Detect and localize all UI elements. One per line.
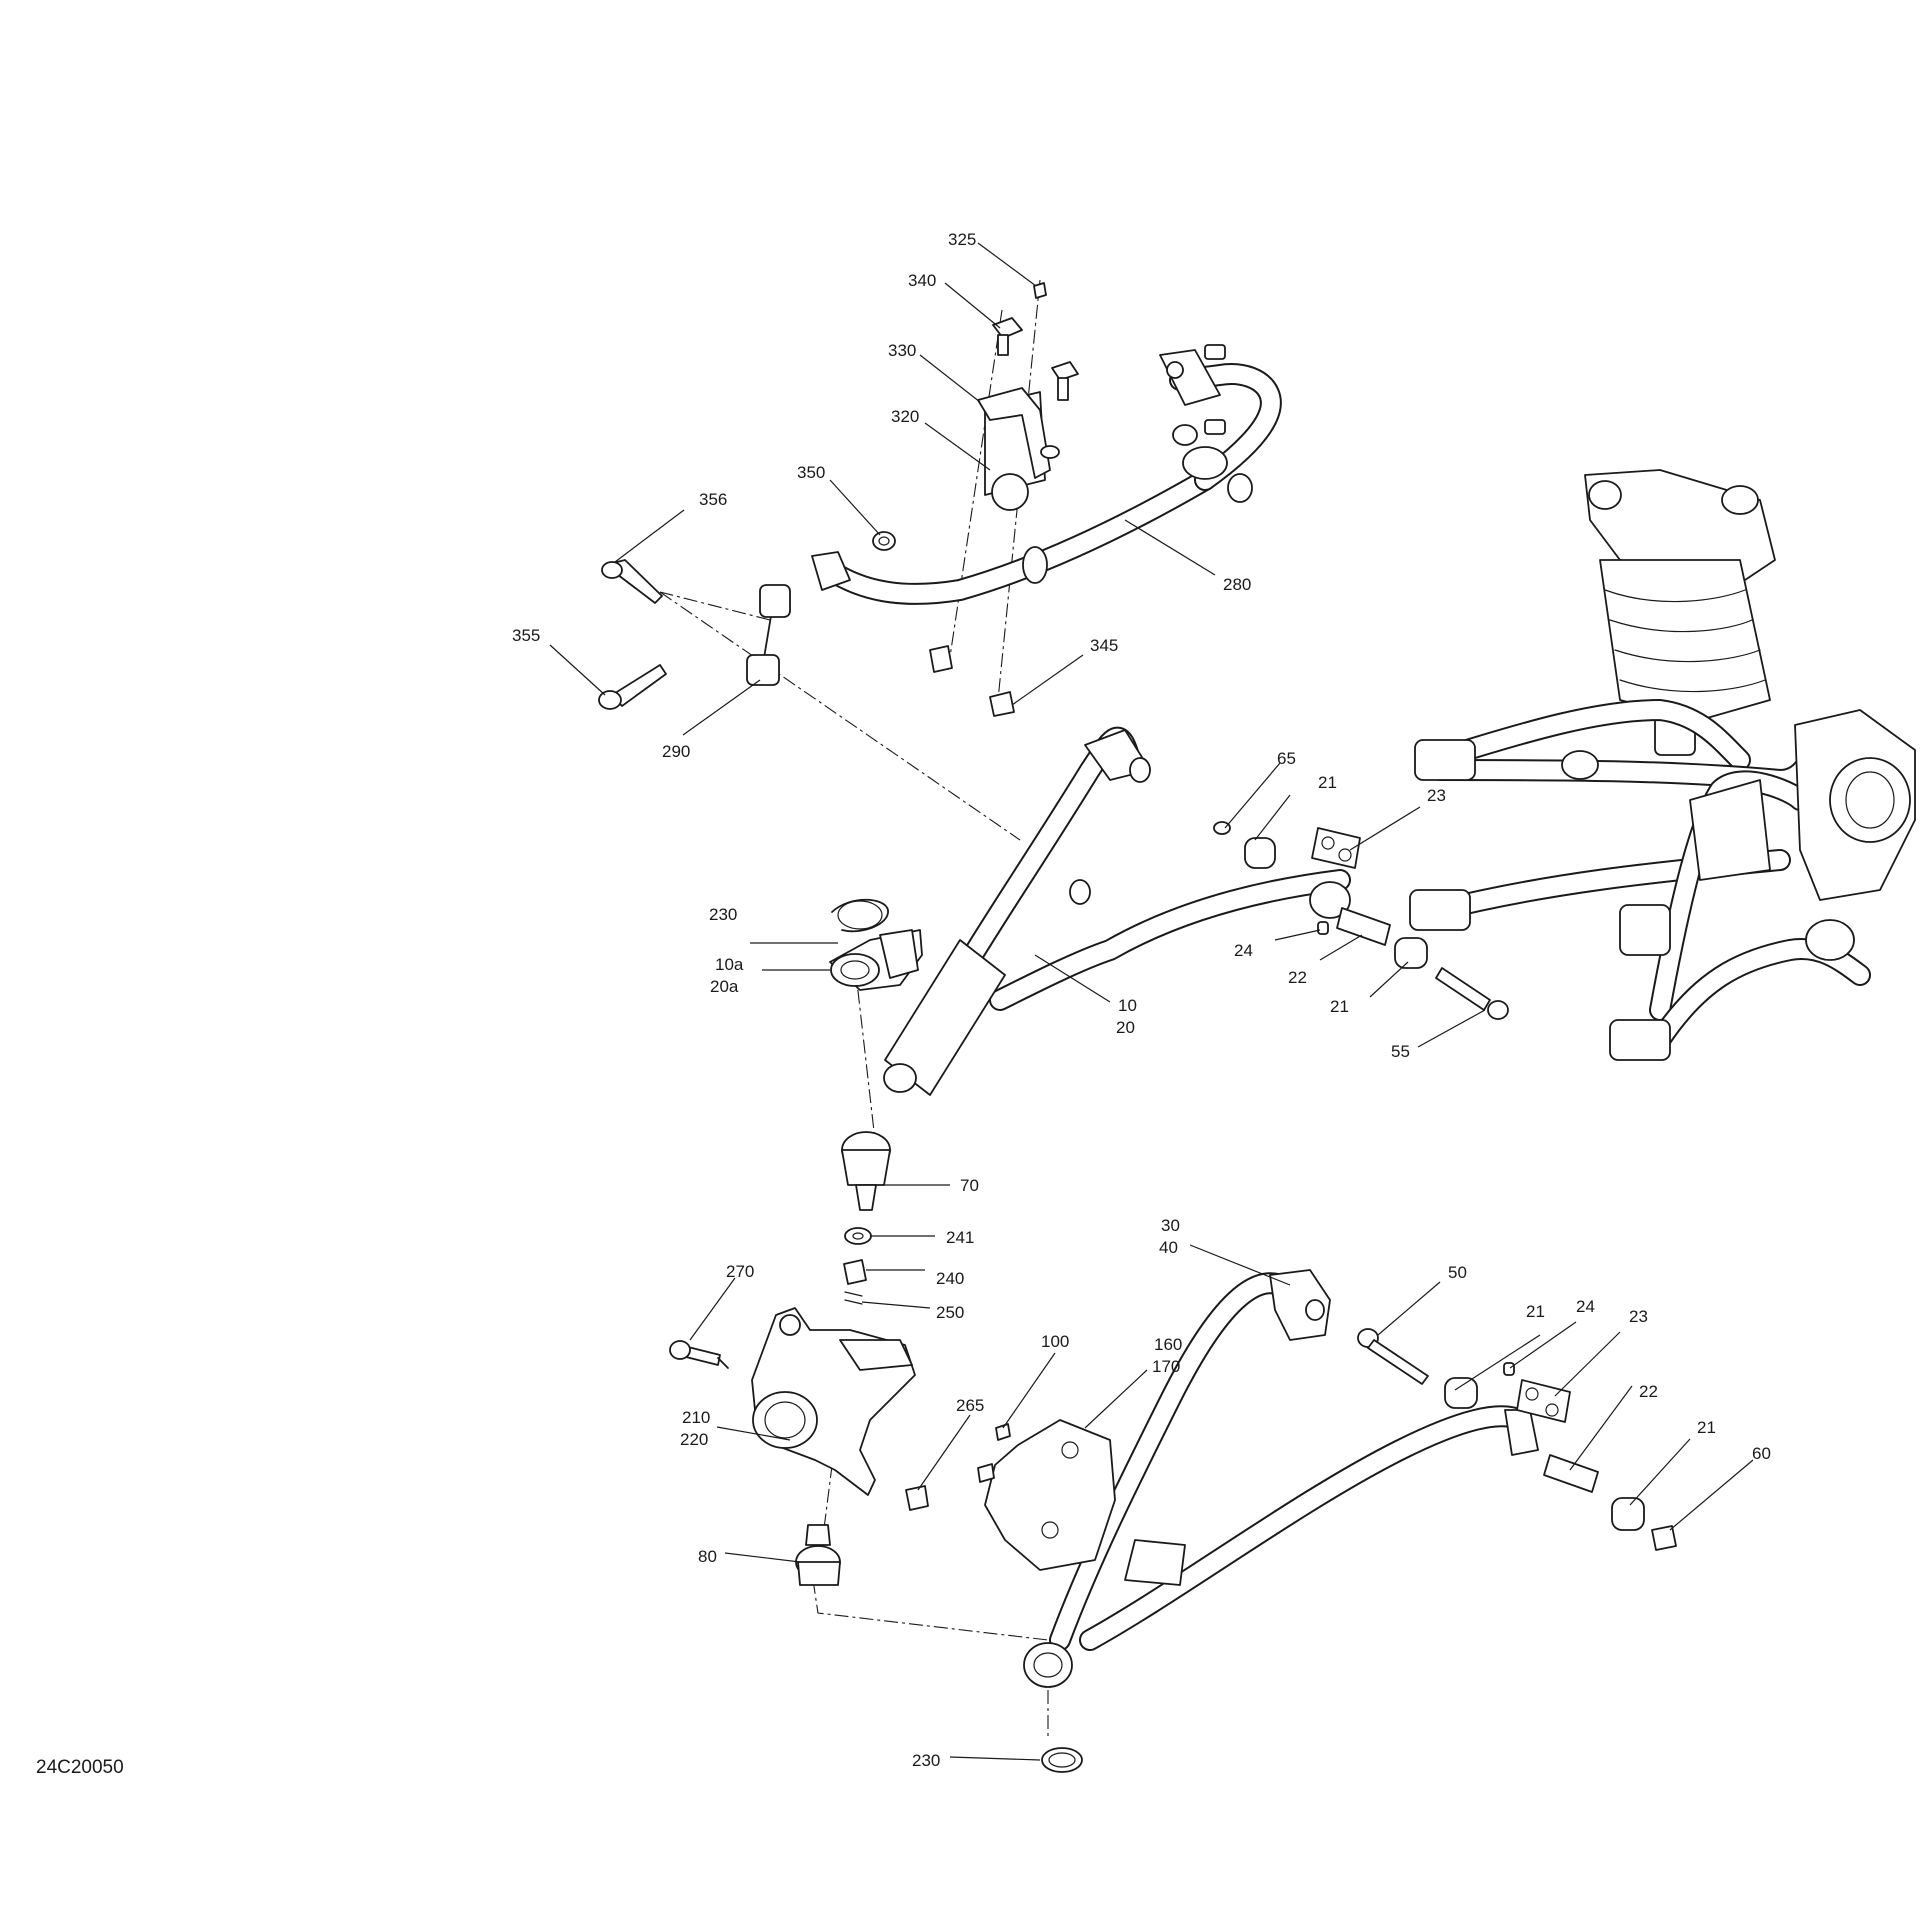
callout-21-b: 21 [1330, 997, 1349, 1016]
knuckle-210-220 [751, 1307, 916, 1496]
callout-265: 265 [956, 1396, 984, 1415]
shock-absorber [1584, 469, 1776, 756]
callout-22-a: 22 [1288, 968, 1307, 987]
callout-290: 290 [662, 742, 690, 761]
right-upper-a-arm [1414, 699, 1822, 791]
lower-a-arm-30-40 [1023, 1269, 1539, 1688]
bolt-356 [601, 559, 663, 604]
callout-60: 60 [1752, 1444, 1771, 1463]
callout-80: 80 [698, 1547, 717, 1566]
nut-325 [1033, 282, 1047, 299]
callout-21-d: 21 [1697, 1418, 1716, 1437]
bracket-23-a [1311, 827, 1361, 869]
bolt-100-b [977, 1463, 995, 1483]
figure-code: 24C20050 [36, 1757, 124, 1778]
callout-160: 160 [1154, 1335, 1182, 1354]
upper-a-arm-10-20 [883, 726, 1351, 1096]
callout-10: 10 [1118, 996, 1137, 1015]
bushing-21-d [1611, 1497, 1645, 1531]
ball-joint-80 [795, 1524, 841, 1586]
spacer-22-a [1336, 907, 1391, 946]
bushing-21-a [1244, 837, 1276, 869]
callout-22-b: 22 [1639, 1382, 1658, 1401]
callout-230-bottom: 230 [912, 1751, 940, 1770]
bolt-340-b [1051, 361, 1079, 401]
callout-21-c: 21 [1526, 1302, 1545, 1321]
callout-170: 170 [1152, 1357, 1180, 1376]
callout-220: 220 [680, 1430, 708, 1449]
callout-355: 355 [512, 626, 540, 645]
fitting-24-a [1317, 921, 1329, 935]
callout-30: 30 [1161, 1216, 1180, 1235]
callout-65: 65 [1277, 749, 1296, 768]
retaining-ring-230-top [831, 898, 889, 933]
spacer-22-b [1543, 1454, 1599, 1493]
callout-10a: 10a [715, 955, 744, 974]
callout-280: 280 [1223, 575, 1251, 594]
bushing-21-b [1394, 937, 1428, 969]
callout-20a: 20a [710, 977, 739, 996]
callout-240: 240 [936, 1269, 964, 1288]
right-lower-a-arm [1409, 770, 1871, 1061]
callout-270: 270 [726, 1262, 754, 1281]
ball-joint-housing-10a-20a [829, 929, 923, 991]
bolt-340 [992, 317, 1023, 356]
callout-40: 40 [1159, 1238, 1178, 1257]
callout-230-top: 230 [709, 905, 737, 924]
callout-23-b: 23 [1629, 1307, 1648, 1326]
callout-330: 330 [888, 341, 916, 360]
callout-100: 100 [1041, 1332, 1069, 1351]
bolt-355 [598, 664, 667, 710]
callout-70: 70 [960, 1176, 979, 1195]
callout-320: 320 [891, 407, 919, 426]
nut-345-a [929, 645, 953, 673]
callout-50: 50 [1448, 1263, 1467, 1282]
retaining-ring-230-bottom [1041, 1747, 1083, 1773]
bolt-55 [1435, 967, 1509, 1020]
fitting-24-b [1503, 1362, 1515, 1376]
nut-60 [1651, 1525, 1677, 1551]
nut-345-b [989, 691, 1015, 717]
callout-24-a: 24 [1234, 941, 1253, 960]
right-knuckle [1794, 709, 1916, 961]
bracket-330 [977, 387, 1060, 479]
sway-bar-link-290 [746, 584, 791, 686]
callout-24-b: 24 [1576, 1297, 1595, 1316]
nut-240 [843, 1259, 867, 1285]
callout-241: 241 [946, 1228, 974, 1247]
leader-lines [549, 242, 1754, 1761]
callout-356: 356 [699, 490, 727, 509]
callout-210: 210 [682, 1408, 710, 1427]
callout-55: 55 [1391, 1042, 1410, 1061]
callout-23-a: 23 [1427, 786, 1446, 805]
nut-65 [1213, 821, 1231, 835]
guard-plate-160-170 [984, 1419, 1116, 1571]
callout-340: 340 [908, 271, 936, 290]
callout-20: 20 [1116, 1018, 1135, 1037]
washer-350 [872, 531, 896, 551]
callout-21-a: 21 [1318, 773, 1337, 792]
sway-bar-280 [811, 344, 1282, 605]
callout-325: 325 [948, 230, 976, 249]
callout-345: 345 [1090, 636, 1118, 655]
bolt-50 [1357, 1328, 1429, 1385]
callout-350: 350 [797, 463, 825, 482]
bolt-100-a [995, 1423, 1011, 1441]
nut-265 [905, 1485, 929, 1511]
washer-241 [844, 1227, 872, 1245]
bushing-21-c [1444, 1377, 1478, 1409]
cotter-pin-250 [844, 1291, 863, 1305]
ball-joint-70 [841, 1131, 891, 1211]
bracket-23-b [1516, 1379, 1571, 1423]
bolt-270 [669, 1340, 729, 1369]
callout-250: 250 [936, 1303, 964, 1322]
